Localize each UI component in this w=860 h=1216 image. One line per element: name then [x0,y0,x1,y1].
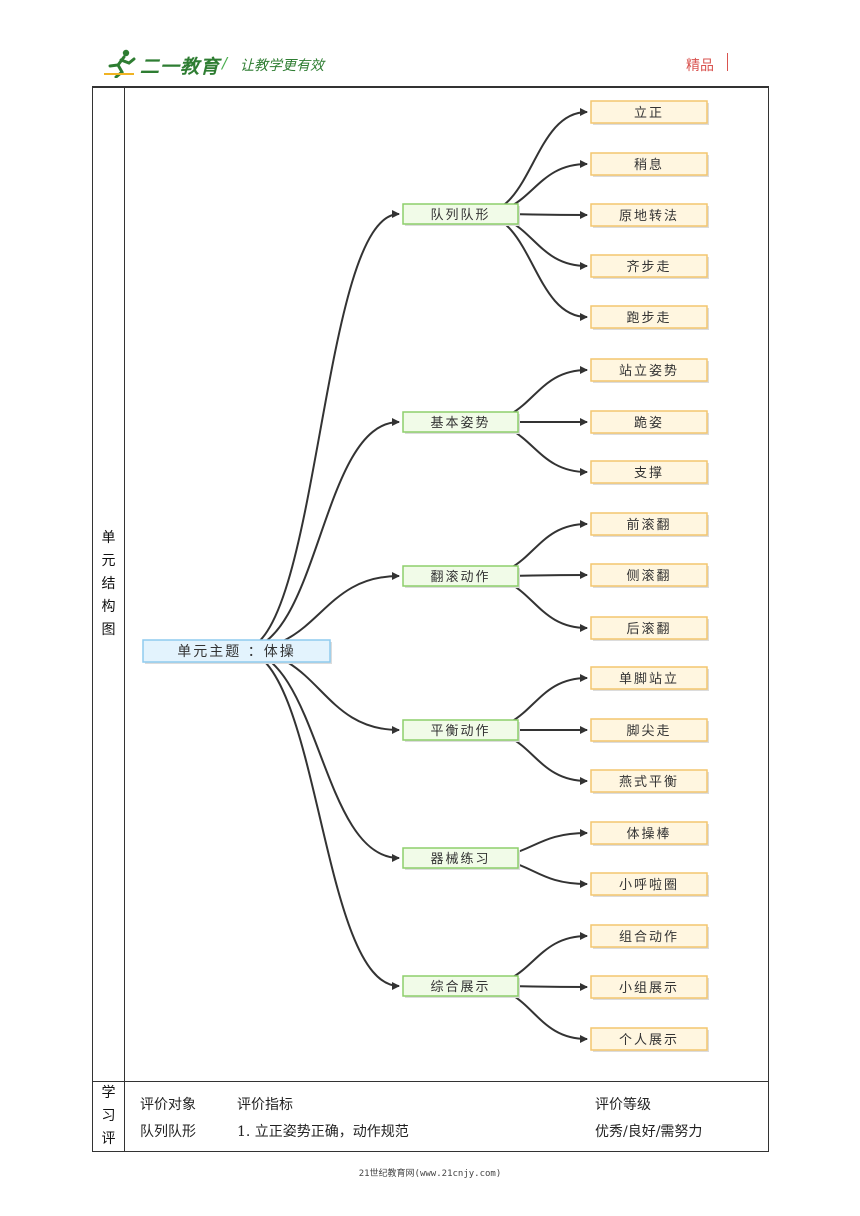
leaf-node-1-1: 跪姿 [590,410,709,435]
svg-text:齐步走: 齐步走 [626,259,671,275]
leaf-node-5-2: 个人展示 [590,1027,709,1052]
svg-text:综合展示: 综合展示 [430,980,490,995]
slogan-separator: / [222,54,228,72]
svg-text:立正: 立正 [634,106,664,121]
leaf-node-3-0: 单脚站立 [590,666,709,691]
svg-text:跑步走: 跑步走 [626,311,671,326]
quality-divider [727,53,728,71]
evaluation-cell: 评价对象 评价指标 评价等级 队列队形 1. 立正姿势正确，动作规范 优秀/良好… [124,1081,769,1152]
leaf-node-2-2: 后滚翻 [590,616,709,641]
eval-indicator: 1. 立正姿势正确，动作规范 [237,1124,409,1140]
svg-text:稍息: 稍息 [634,157,664,173]
svg-text:站立姿势: 站立姿势 [619,363,679,379]
leaf-node-1-0: 站立姿势 [590,358,709,383]
svg-text:单元主题 ：体操: 单元主题 ：体操 [177,644,295,660]
svg-text:体操棒: 体操棒 [626,826,671,842]
svg-text:平衡动作: 平衡动作 [430,724,490,739]
leaf-node-2-0: 前滚翻 [590,512,709,537]
mindmap-cell: 单元主题 ：体操 队列队形 立正稍息原地转法齐步走跑步走基本姿势 站立姿势跪姿支撑翻滚… [124,87,769,1082]
svg-text:翻滚动作: 翻滚动作 [430,569,490,585]
label-char: 评 [101,1131,116,1147]
connector-root-0 [240,210,400,651]
svg-text:燕式平衡: 燕式平衡 [619,775,679,790]
runner-logo-icon [104,48,138,79]
header-eval-indicator: 评价指标 [237,1097,293,1113]
slogan: 让教学更有效 [240,58,324,74]
eval-object: 队列队形 [140,1124,196,1140]
svg-text:单脚站立: 单脚站立 [619,671,679,687]
leaf-node-0-2: 原地转法 [590,203,709,228]
svg-text:基本姿势: 基本姿势 [430,415,490,431]
connector-root-1 [240,418,400,651]
connector-leaf-0-0 [478,108,588,215]
svg-text:组合动作: 组合动作 [619,930,679,945]
branch-node-2: 翻滚动作 [402,565,520,588]
label-char: 学 [101,1085,116,1101]
svg-text:器械练习: 器械练习 [430,852,490,867]
svg-text:队列队形: 队列队形 [430,208,490,223]
svg-text:脚尖走: 脚尖走 [626,723,671,739]
svg-text:跪姿: 跪姿 [634,415,664,431]
leaf-node-3-1: 脚尖走 [590,718,709,743]
page-header: 二一教育 / 让教学更有效 精品 [0,0,860,88]
header-rule [92,86,769,87]
label-char: 单 [101,530,116,546]
svg-text:后滚翻: 后滚翻 [626,621,671,637]
connector-root-2 [240,572,400,651]
root-node: 单元主题 ：体操 [142,639,332,664]
leaf-node-0-0: 立正 [590,100,709,125]
connector-root-4 [240,649,400,862]
branch-node-0: 队列队形 [402,203,520,226]
page-footer: 21世纪教育网(www.21cnjy.com) [358,1169,502,1179]
leaf-node-4-1: 小呼啦圈 [590,872,709,897]
label-char: 习 [101,1108,116,1124]
svg-text:侧滚翻: 侧滚翻 [626,568,671,584]
eval-level: 优秀/良好/需努力 [595,1124,703,1140]
label-char: 元 [101,553,116,569]
leaf-node-0-4: 跑步走 [590,305,709,330]
svg-text:小组展示: 小组展示 [619,981,679,996]
connector-root-5 [240,649,400,990]
leaf-node-5-1: 小组展示 [590,975,709,1000]
brand-name: 二一教育 [140,56,221,78]
leaf-node-0-3: 齐步走 [590,254,709,279]
leaf-node-2-1: 侧滚翻 [590,563,709,588]
leaf-node-5-0: 组合动作 [590,924,709,949]
evaluation-section-label: 学 习 评 [92,1081,125,1152]
unit-table: 单 元 结 构 图 单元主题 ：体操队列队形立正稍息原地转法齐步走跑步走基本姿势… [92,87,769,1152]
label-char: 构 [101,599,116,615]
branch-node-5: 综合展示 [402,975,520,998]
branch-node-3: 平衡动作 [402,719,520,742]
label-char: 图 [101,622,116,638]
leaf-node-1-2: 支撑 [590,460,709,485]
label-char: 结 [101,576,116,592]
header-eval-object: 评价对象 [140,1097,196,1113]
header-eval-level: 评价等级 [595,1097,651,1113]
structure-section-label: 单 元 结 构 图 [92,87,125,1082]
quality-label: 精品 [686,58,714,74]
leaf-node-3-2: 燕式平衡 [590,769,709,794]
svg-text:前滚翻: 前滚翻 [626,517,671,533]
branch-node-4: 器械练习 [402,847,520,870]
branch-node-1: 基本姿势 [402,411,520,434]
svg-text:支撑: 支撑 [634,466,664,481]
svg-text:个人展示: 个人展示 [619,1033,679,1048]
leaf-node-4-0: 体操棒 [590,821,709,846]
connector-leaf-0-4 [478,213,588,321]
svg-text:小呼啦圈: 小呼啦圈 [619,878,679,893]
svg-text:原地转法: 原地转法 [619,209,679,224]
leaf-node-0-1: 稍息 [590,152,709,177]
